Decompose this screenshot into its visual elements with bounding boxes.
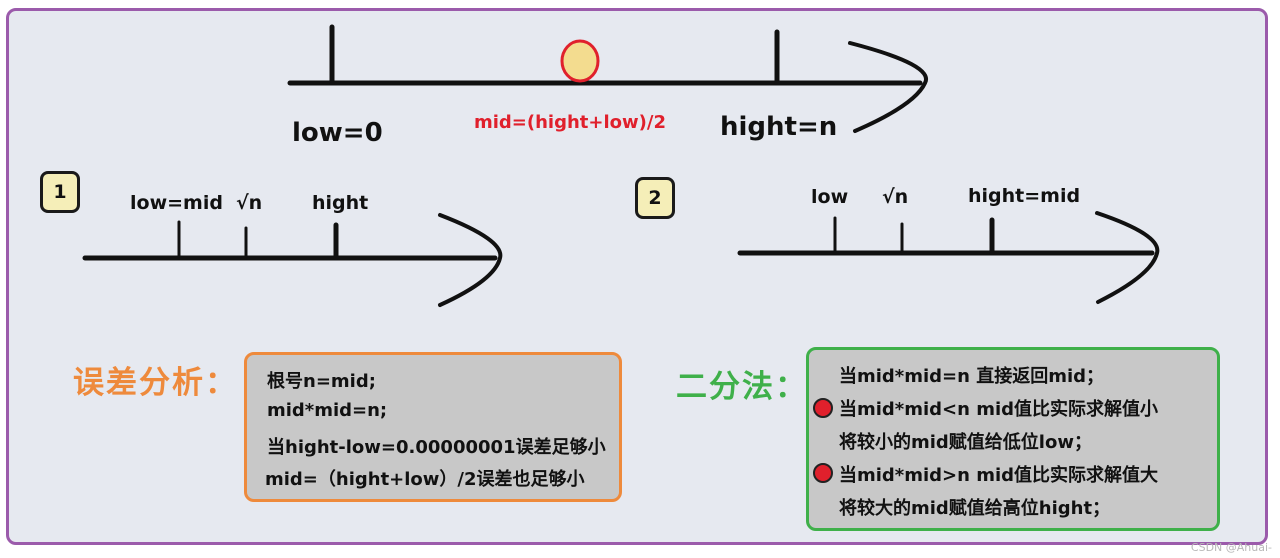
red-bullet-icon (813, 463, 833, 483)
error-line-1: 根号n=mid; (267, 371, 376, 392)
watermark: CSDN @Ahuai- (1190, 541, 1272, 554)
case2-tick-label-sqrt: √n (882, 186, 909, 208)
case2-tick-label-low: low (811, 186, 849, 208)
case1-badge: 1 (40, 171, 80, 213)
top-low-label: low=0 (292, 118, 383, 148)
error-line-2: mid*mid=n; (267, 400, 388, 421)
bisection-box: 当mid*mid=n 直接返回mid； 当mid*mid<n mid值比实际求解… (806, 347, 1220, 531)
case1-tick-label-low: low=mid (130, 192, 223, 214)
case1-number-line (82, 213, 503, 307)
bisection-line-5: 将较大的mid赋值给高位hight； (839, 498, 1111, 519)
error-analysis-box: 根号n=mid; mid*mid=n; 当hight-low=0.0000000… (244, 352, 622, 502)
case1-arrowhead (438, 213, 503, 307)
case1-tick-label-high: hight (312, 192, 369, 214)
error-line-3: 当hight-low=0.00000001误差足够小 (267, 437, 606, 458)
top-number-line (287, 24, 929, 133)
top-high-label: hight=n (720, 112, 838, 142)
bisection-line-3: 将较小的mid赋值给低位low； (839, 432, 1092, 453)
mid-marker-circle (560, 39, 600, 83)
mid-formula-label: mid=(hight+low)/2 (474, 112, 666, 133)
error-analysis-heading: 误差分析： (73, 365, 238, 401)
case2-arrowhead (1095, 211, 1160, 304)
bisection-line-4: 当mid*mid>n mid值比实际求解值大 (839, 465, 1159, 486)
top-arrowhead (848, 41, 929, 133)
error-line-4: mid=（hight+low）/2误差也足够小 (265, 469, 585, 490)
case2-tick-label-high: hight=mid (968, 185, 1081, 207)
case2-badge: 2 (635, 177, 675, 219)
bisection-heading: 二分法： (676, 369, 808, 405)
red-bullet-icon (813, 398, 833, 418)
bisection-line-2: 当mid*mid<n mid值比实际求解值小 (839, 399, 1159, 420)
case2-number-line (737, 211, 1160, 304)
bisection-line-1: 当mid*mid=n 直接返回mid； (839, 366, 1105, 387)
case1-tick-label-sqrt: √n (236, 192, 263, 214)
